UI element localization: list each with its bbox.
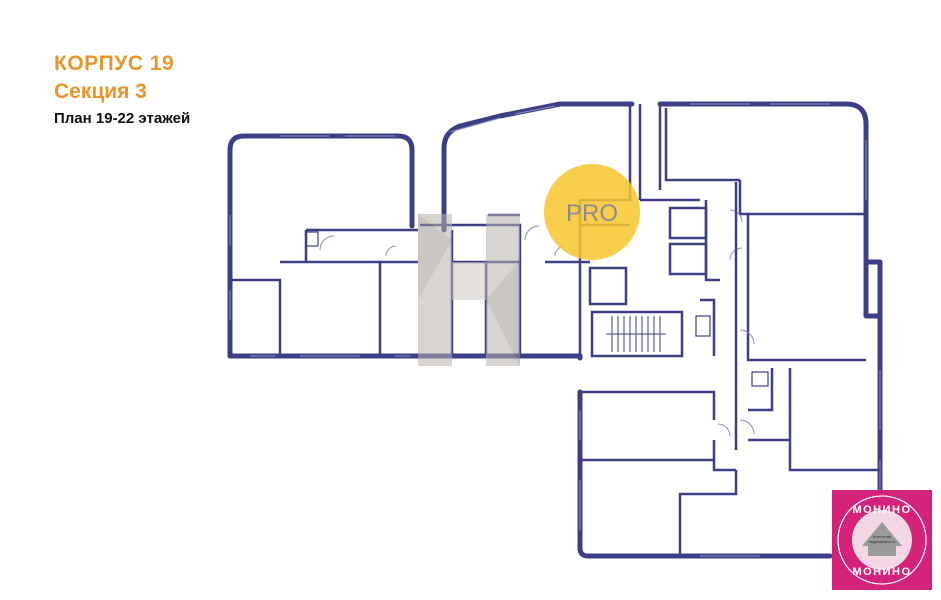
window — [449, 117, 501, 133]
elevator — [668, 206, 708, 240]
elevator — [668, 242, 708, 276]
badge-line1: Агентство — [873, 534, 892, 539]
badge-line2: недвижимости — [869, 539, 896, 544]
badge-name-bottom: МОНИНО — [852, 566, 911, 578]
floors-title: План 19-22 этажей — [54, 110, 191, 127]
right-upper-wing — [657, 101, 869, 282]
building-title: КОРПУС 19 — [54, 52, 175, 75]
left-wing — [227, 133, 583, 359]
agency-badge: МОНИНО МОНИНО Агентство недвижимости — [832, 490, 932, 590]
section-title: Секция 3 — [54, 80, 147, 103]
badge-name-top: МОНИНО — [852, 504, 911, 516]
h-watermark — [418, 214, 520, 366]
title-block: КОРПУС 19 Секция 3 План 19-22 этажей — [54, 50, 190, 130]
elevator — [588, 266, 628, 306]
pro-watermark: PRO — [544, 164, 640, 260]
staircase — [590, 310, 684, 358]
house-icon — [862, 522, 902, 546]
window — [514, 105, 556, 115]
pro-text: PRO — [566, 200, 618, 227]
